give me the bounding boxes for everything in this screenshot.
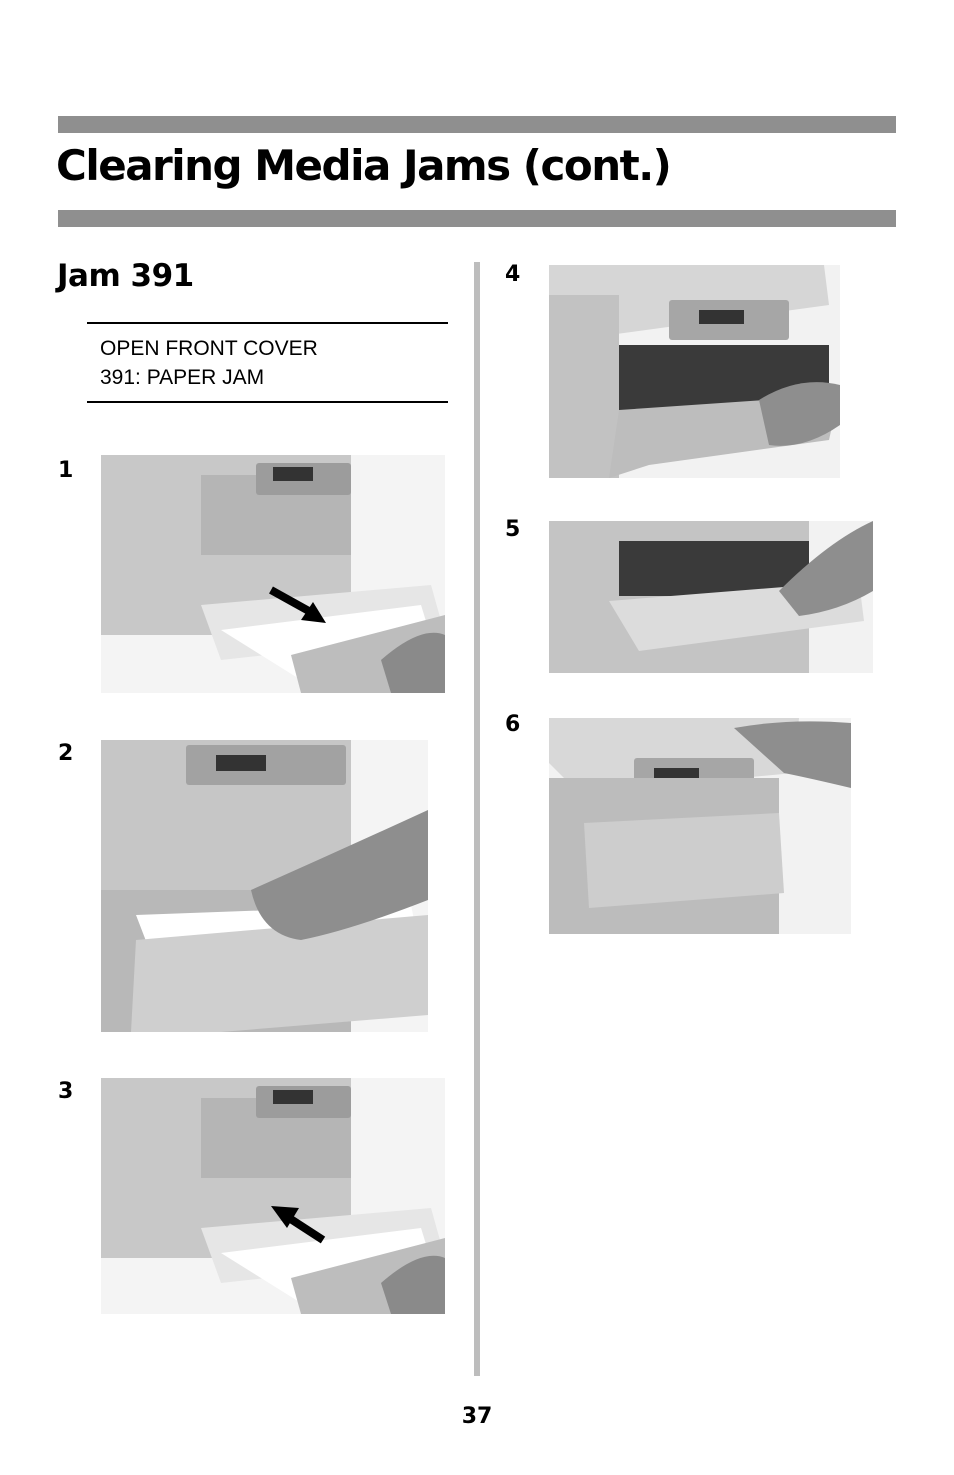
step-5-number: 5 (505, 517, 521, 542)
hand-removing-paper-from-cover-photo (549, 521, 873, 673)
display-message-line-2: 391: PAPER JAM (100, 366, 265, 389)
printer-pull-tray-out-photo (101, 455, 445, 693)
step-4-number: 4 (505, 262, 521, 287)
step-3-number: 3 (58, 1079, 74, 1104)
column-divider (474, 262, 480, 1376)
printer-display-message: OPEN FRONT COVER 391: PAPER JAM (87, 322, 448, 403)
printer-open-front-cover-photo (549, 265, 840, 478)
step-1-number: 1 (58, 458, 74, 483)
printer-push-tray-in-photo (101, 1078, 445, 1314)
header-rule-top (58, 116, 896, 133)
display-message-line-1: OPEN FRONT COVER (100, 337, 318, 360)
step-2-number: 2 (58, 741, 74, 766)
step-6-number: 6 (505, 712, 521, 737)
hand-removing-jammed-paper-photo (101, 740, 428, 1032)
page-title: Clearing Media Jams (cont.) (56, 141, 672, 190)
section-title: Jam 391 (57, 258, 194, 294)
page-number: 37 (461, 1404, 493, 1429)
header-rule-bottom (58, 210, 896, 227)
printer-close-front-cover-photo (549, 718, 851, 934)
